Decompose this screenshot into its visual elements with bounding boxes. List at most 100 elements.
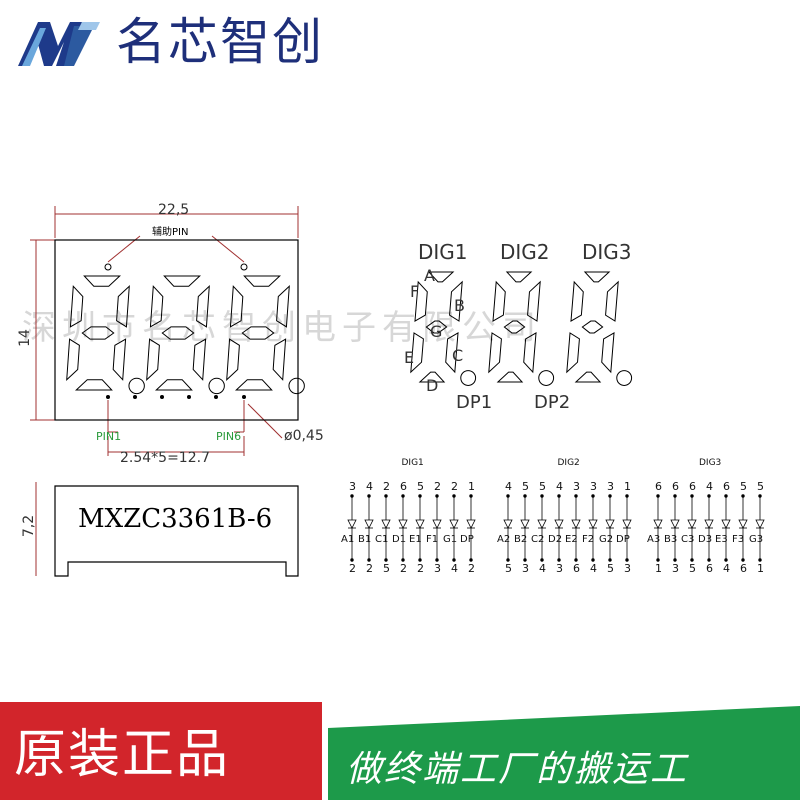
circuit-bottom-pin-3-6: 6 — [740, 562, 747, 575]
diode-3-4 — [704, 494, 714, 562]
segment-digit-3 — [566, 271, 633, 386]
height-dimension: 14 — [16, 329, 33, 347]
diode-1-7 — [449, 494, 459, 562]
segment-digit-2 — [488, 271, 555, 386]
dp1-label: DP1 — [456, 392, 493, 413]
segment-digit-1 — [410, 271, 477, 386]
circuit-seg-label-1-5: E1 — [409, 534, 422, 545]
circuit-seg-label-2-6: F2 — [582, 534, 595, 545]
diode-3-7 — [755, 494, 765, 562]
circuit-bottom-pin-3-3: 5 — [689, 562, 696, 575]
diode-1-6 — [432, 494, 442, 562]
dig3-label: DIG3 — [582, 240, 632, 264]
circuit-seg-label-2-4: D2 — [548, 534, 563, 545]
circuit-top-pin-1-4: 6 — [400, 480, 407, 493]
circuit-seg-label-2-3: C2 — [531, 534, 545, 545]
segment-d-label: D — [426, 376, 439, 395]
circuit-seg-label-3-5: E3 — [715, 534, 728, 545]
diode-3-5 — [721, 494, 731, 562]
circuit-top-pin-1-3: 2 — [383, 480, 390, 493]
circuit-seg-label-1-1: A1 — [341, 534, 355, 545]
circuit-top-pin-2-5: 3 — [573, 480, 580, 493]
circuit-bottom-pin-3-7: 1 — [757, 562, 764, 575]
circuit-seg-label-3-4: D3 — [698, 534, 713, 545]
front-digit-2 — [146, 275, 225, 395]
circuit-bottom-pin-1-6: 3 — [434, 562, 441, 575]
pin-2 — [133, 395, 137, 399]
diode-1-3 — [381, 494, 391, 562]
dp2-label: DP2 — [534, 392, 571, 413]
circuit-seg-label-2-1: A2 — [497, 534, 511, 545]
banner-background — [0, 700, 800, 800]
front-digit-1 — [66, 275, 145, 395]
circuit-seg-label-2-5: E2 — [565, 534, 578, 545]
diode-2-2 — [520, 494, 530, 562]
circuit-bottom-pin-2-5: 6 — [573, 562, 580, 575]
circuit-bottom-pin-2-1: 5 — [505, 562, 512, 575]
segment-f-label: F — [410, 282, 420, 301]
circuit-seg-label-1-4: D1 — [392, 534, 407, 545]
circuit-bottom-pin-2-4: 3 — [556, 562, 563, 575]
circuit-bottom-pin-1-1: 2 — [349, 562, 356, 575]
circuit-bottom-pin-2-3: 4 — [539, 562, 546, 575]
diode-1-1 — [347, 494, 357, 562]
pin-diameter-label: ø0,45 — [284, 428, 324, 444]
aux-pin-label: 辅助PIN — [152, 227, 189, 238]
circuit-seg-label-3-6: F3 — [732, 534, 745, 545]
pin-6 — [242, 395, 246, 399]
circuit-top-pin-1-8: 1 — [468, 480, 475, 493]
circuit-top-pin-3-6: 5 — [740, 480, 747, 493]
diode-3-2 — [670, 494, 680, 562]
circuit-top-pin-2-4: 4 — [556, 480, 563, 493]
circuit-top-pin-2-7: 3 — [607, 480, 614, 493]
circuit-seg-label-1-7: G1 — [443, 534, 458, 545]
circuit-bottom-pin-3-4: 6 — [706, 562, 713, 575]
circuit-title-1: DIG1 — [401, 458, 424, 468]
diode-1-4 — [398, 494, 408, 562]
front-digit-3 — [226, 275, 305, 395]
circuit-top-pin-2-6: 3 — [590, 480, 597, 493]
circuit-bottom-pin-2-8: 3 — [624, 562, 631, 575]
diode-1-8 — [466, 494, 476, 562]
circuit-top-pin-3-4: 4 — [706, 480, 713, 493]
segment-c-label: C — [452, 346, 464, 365]
circuit-top-pin-3-1: 6 — [655, 480, 662, 493]
circuit-bottom-pin-3-2: 3 — [672, 562, 679, 575]
circuit-top-pin-1-2: 4 — [366, 480, 373, 493]
circuit-top-pin-1-6: 2 — [434, 480, 441, 493]
depth-dimension: 7,2 — [21, 514, 38, 538]
circuit-top-pin-3-2: 6 — [672, 480, 679, 493]
circuit-seg-label-1-2: B1 — [358, 534, 372, 545]
circuit-top-pin-2-3: 5 — [539, 480, 546, 493]
circuit-bottom-pin-2-6: 4 — [590, 562, 597, 575]
circuit-seg-label-2-7: G2 — [599, 534, 614, 545]
circuit-seg-label-3-7: G3 — [749, 534, 764, 545]
width-dimension: 22,5 — [158, 202, 190, 218]
circuit-top-pin-3-3: 6 — [689, 480, 696, 493]
circuit-top-pin-1-5: 5 — [417, 480, 424, 493]
circuit-bottom-pin-3-5: 4 — [723, 562, 730, 575]
circuit-top-pin-3-5: 6 — [723, 480, 730, 493]
circuit-top-pin-3-7: 5 — [757, 480, 764, 493]
circuit-top-pin-2-8: 1 — [624, 480, 631, 493]
diode-2-1 — [503, 494, 513, 562]
banner-slogan-text: 做终端工厂的搬运工 — [346, 749, 689, 790]
circuit-bottom-pin-1-5: 2 — [417, 562, 424, 575]
circuit-title-2: DIG2 — [557, 458, 580, 468]
diode-3-6 — [738, 494, 748, 562]
diode-2-7 — [605, 494, 615, 562]
circuit-top-pin-2-1: 4 — [505, 480, 512, 493]
pin-5 — [214, 395, 218, 399]
circuit-seg-label-2-2: B2 — [514, 534, 528, 545]
mxzc-logo-icon — [18, 22, 100, 66]
circuit-seg-label-1-3: C1 — [375, 534, 389, 545]
diode-3-3 — [687, 494, 697, 562]
circuit-bottom-pin-1-8: 2 — [468, 562, 475, 575]
pin-1 — [106, 395, 110, 399]
circuit-top-pin-1-7: 2 — [451, 480, 458, 493]
circuit-bottom-pin-2-7: 5 — [607, 562, 614, 575]
circuit-top-pin-1-1: 3 — [349, 480, 356, 493]
diode-1-2 — [364, 494, 374, 562]
diode-3-1 — [653, 494, 663, 562]
circuit-seg-label-3-1: A3 — [647, 534, 661, 545]
